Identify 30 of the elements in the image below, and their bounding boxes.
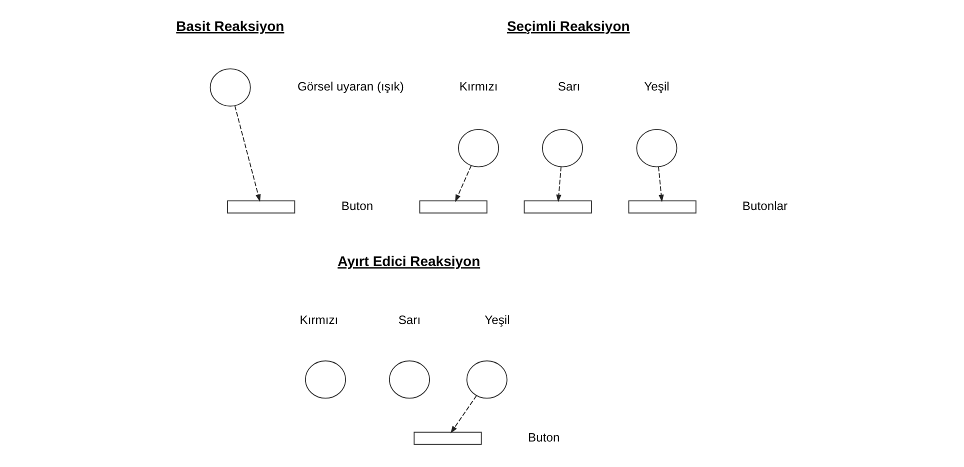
node-label: Yeşil [484,312,510,327]
node-circle [541,128,583,168]
node-circle [466,360,507,399]
node-circle [304,360,346,399]
node-box [413,432,482,445]
node-circle [458,128,499,168]
node-circle [388,360,430,399]
arrow [556,166,562,202]
node-label: Buton [340,199,373,214]
node-box [418,200,487,214]
node-box [628,200,696,214]
node-label: Yeşil [644,80,669,94]
label: Seçimli Reaksiyon [506,18,630,34]
node-circle [636,128,677,168]
label: Basit Reaksiyon [176,18,284,34]
node-label: Kırmızı [458,80,498,94]
node-label: Kırmızı [299,312,338,327]
arrow [454,165,472,202]
node-label: Buton [528,430,560,444]
label: Ayırt Edici Reaksiyon [337,253,480,270]
node-label: Sarı [398,312,420,327]
node-circle [209,68,250,107]
arrow [234,105,260,202]
arrow [658,166,664,202]
arrow [450,395,476,434]
node-box [523,200,592,214]
node-box [226,200,295,214]
node-label: Sarı [557,80,580,94]
node-label: Görsel uyaran (ışık) [296,80,404,94]
node-label: Butonlar [742,199,788,214]
